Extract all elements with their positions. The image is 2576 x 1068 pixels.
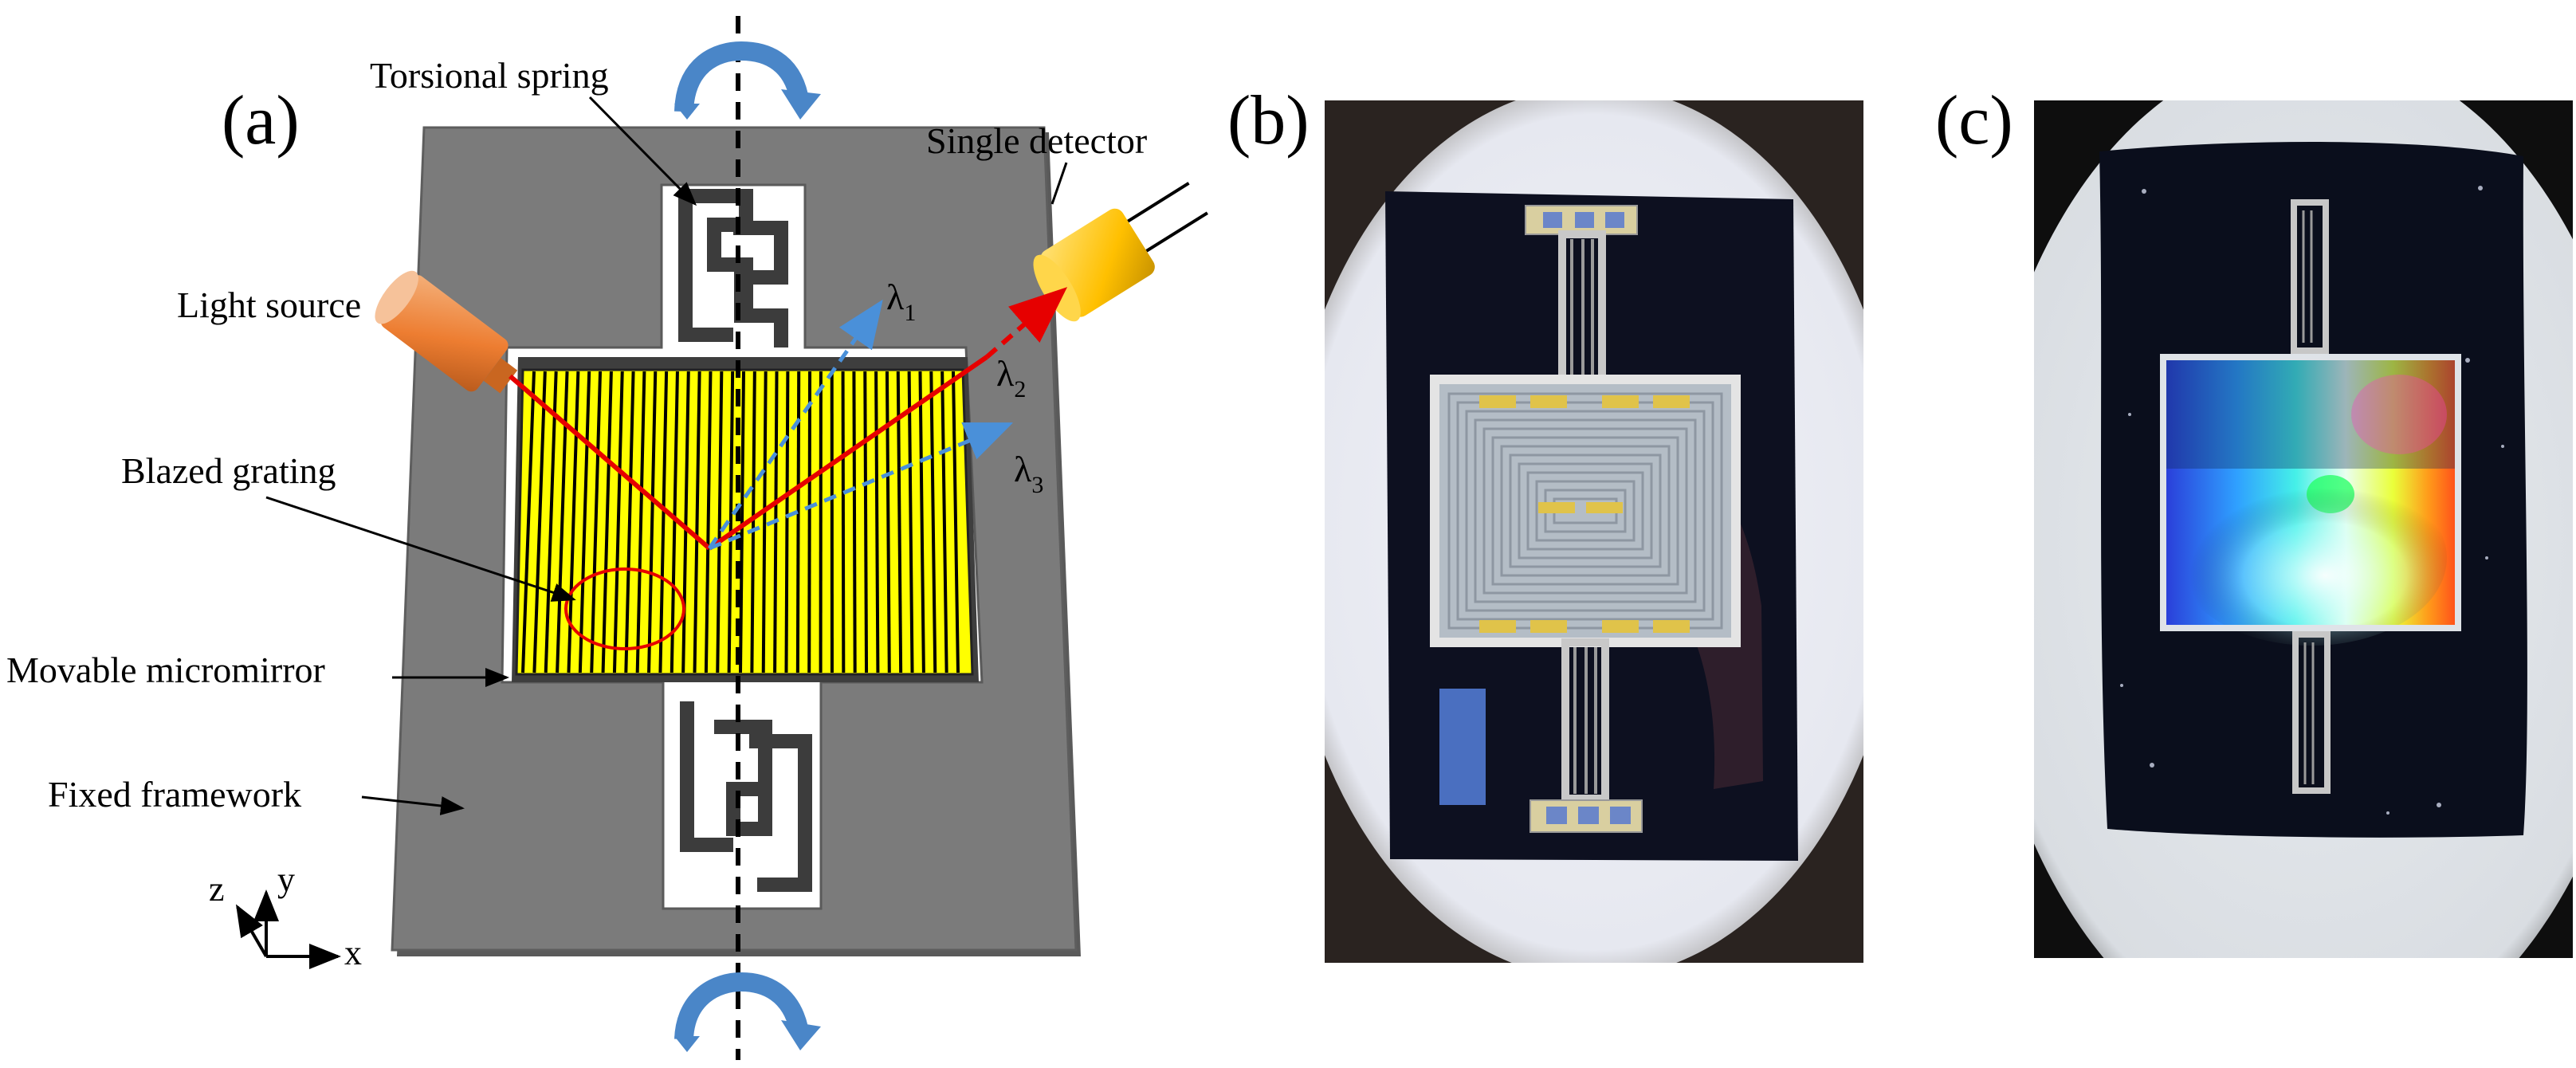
spiral-trace: [1447, 392, 1723, 630]
grating-line: [647, 371, 658, 673]
grating-line: [874, 371, 880, 673]
spiral-trace: [1535, 480, 1636, 542]
incident-ray: [509, 374, 711, 551]
grating-line: [624, 371, 635, 673]
grating-line: [601, 371, 613, 673]
spiral-trace: [1491, 436, 1679, 586]
grating-line: [704, 371, 713, 673]
grating-line: [952, 371, 960, 673]
grating-line: [727, 371, 735, 673]
leader-blazed-grating: [265, 496, 576, 602]
axis-x-label: x: [344, 933, 362, 972]
grating-line: [750, 371, 756, 673]
grating-line: [929, 371, 937, 673]
grating-line: [896, 371, 903, 673]
leader-fixed-framework: [361, 795, 465, 815]
label-single-detector: Single detector: [926, 120, 1147, 161]
grating-line: [739, 371, 745, 673]
spiral-trace: [1482, 427, 1688, 595]
grating-line: [940, 371, 948, 673]
axis-z: [235, 904, 268, 958]
detector-icon: [1033, 182, 1208, 322]
spiral-trace: [1509, 454, 1662, 568]
grating-line: [716, 371, 724, 673]
grating-lines: [521, 371, 960, 673]
grating-line: [590, 371, 603, 673]
torsional-spring-top: [678, 189, 788, 347]
grating-line: [761, 371, 768, 673]
label-blazed-grating: Blazed grating: [121, 450, 336, 491]
spiral-trace: [1474, 418, 1697, 603]
label-light-source: Light source: [177, 285, 361, 325]
rotation-arrow-bottom: [674, 972, 821, 1052]
torsional-spring-bottom: [680, 701, 812, 892]
panel-a-letter: (a): [222, 82, 300, 159]
coordinate-axes: x y z: [209, 860, 362, 972]
grating-line: [681, 371, 690, 673]
photo-b: [1325, 100, 1863, 963]
axis-y-label: y: [277, 860, 295, 899]
spiral-trace: [1526, 471, 1644, 551]
wavelength-label-2: λ2: [996, 353, 1026, 402]
spiral-trace: [1465, 410, 1706, 612]
grating-line: [907, 371, 914, 673]
wavelength-label-3: λ3: [1014, 449, 1043, 498]
grating-line: [578, 371, 591, 673]
grating-line: [612, 371, 624, 673]
diffracted-ray-l2: [708, 355, 988, 551]
rays: [509, 287, 1068, 551]
grating-line: [532, 371, 547, 673]
grating-line: [885, 371, 891, 673]
grating-line: [670, 371, 679, 673]
panel-a: (a): [6, 16, 1208, 1060]
grating-line: [635, 371, 646, 673]
spiral-trace: [1500, 445, 1671, 577]
light-source-icon: [375, 270, 518, 394]
grating-line: [693, 371, 701, 673]
diffracted-ray-l1: [707, 299, 883, 550]
grating-detail-circle: [564, 567, 685, 650]
grating-line: [863, 371, 869, 673]
leader-torsional-spring: [588, 96, 697, 206]
grating-line: [544, 371, 558, 673]
diffracted-ray-l3: [709, 422, 1014, 551]
panel-c-letter: (c): [1935, 82, 2013, 159]
grating-line: [841, 371, 846, 673]
label-fixed-framework: Fixed framework: [48, 774, 301, 815]
spiral-trace: [1456, 401, 1714, 621]
label-torsional-spring: Torsional spring: [370, 55, 609, 96]
diffracted-ray-l2-tail: [985, 287, 1068, 359]
blue-patch-b: [1439, 689, 1486, 805]
panel-c: (c): [1935, 82, 2573, 958]
panel-b-letter: (b): [1227, 82, 1310, 159]
leader-single-detector: [1050, 162, 1068, 205]
photo-c: [2034, 100, 2573, 958]
rotation-arrow-top: [674, 41, 821, 120]
grating-line: [658, 371, 669, 673]
panel-b: (b): [1227, 82, 1863, 963]
label-movable-micromirror: Movable micromirror: [6, 650, 325, 690]
movable-micromirror: [512, 357, 979, 682]
axis-z-label: z: [209, 870, 225, 909]
grating-line: [807, 371, 812, 673]
wavelength-label-1: λ1: [886, 277, 916, 326]
spiral-trace: [1518, 462, 1653, 560]
grating-line: [521, 371, 536, 673]
grating-line: [795, 371, 801, 673]
grating-line: [784, 371, 790, 673]
grating-line: [918, 371, 925, 673]
